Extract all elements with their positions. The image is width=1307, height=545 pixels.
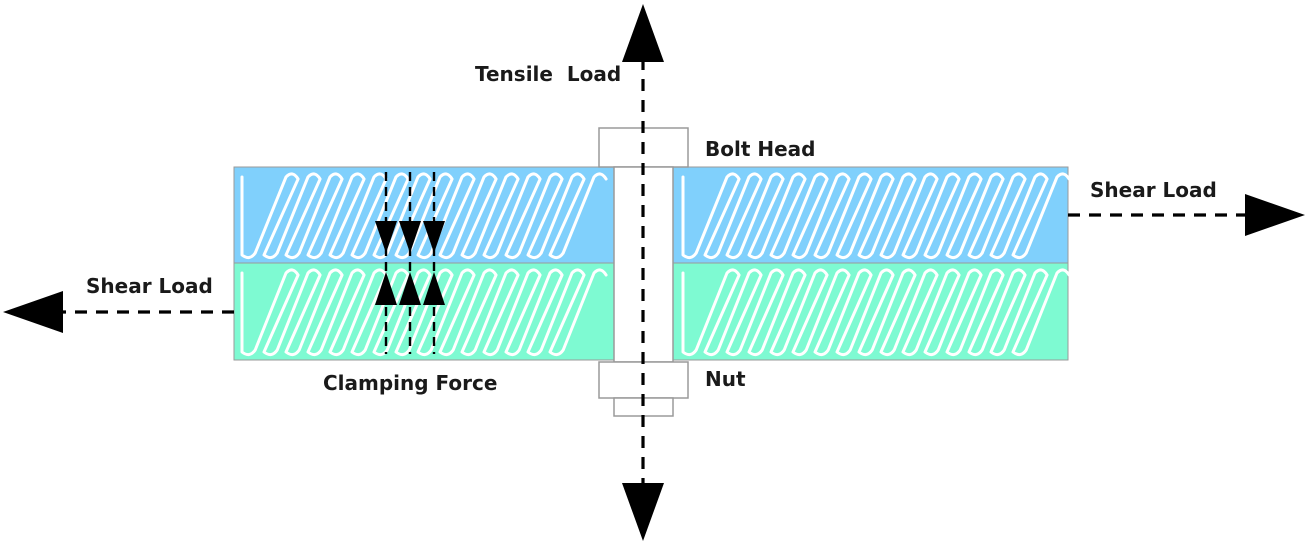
bolt-shank (613, 166, 674, 363)
shear-load-left-arrow (3, 291, 63, 333)
shear-load-right-label: Shear Load (1090, 178, 1217, 202)
lower-plate-hatch (240, 268, 1071, 357)
tensile-load-arrow-down (622, 483, 664, 541)
clamping-force-arrows-down (375, 221, 445, 253)
clamping-force-lines (384, 172, 436, 354)
hatch-zigzag (240, 268, 608, 357)
shear-load-right-arrow (1245, 194, 1305, 236)
shear-load-left-label: Shear Load (86, 274, 213, 298)
hatch-zigzag (681, 268, 1071, 357)
hatch-zigzag (681, 172, 1071, 260)
clamping-force-label: Clamping Force (323, 371, 497, 395)
tensile-load-arrow-up (622, 4, 664, 62)
bolt-head-label: Bolt Head (705, 137, 815, 161)
tensile-load-label: Tensile Load (475, 62, 621, 86)
nut-label: Nut (705, 367, 746, 391)
clamping-force-arrows-up (375, 272, 445, 305)
